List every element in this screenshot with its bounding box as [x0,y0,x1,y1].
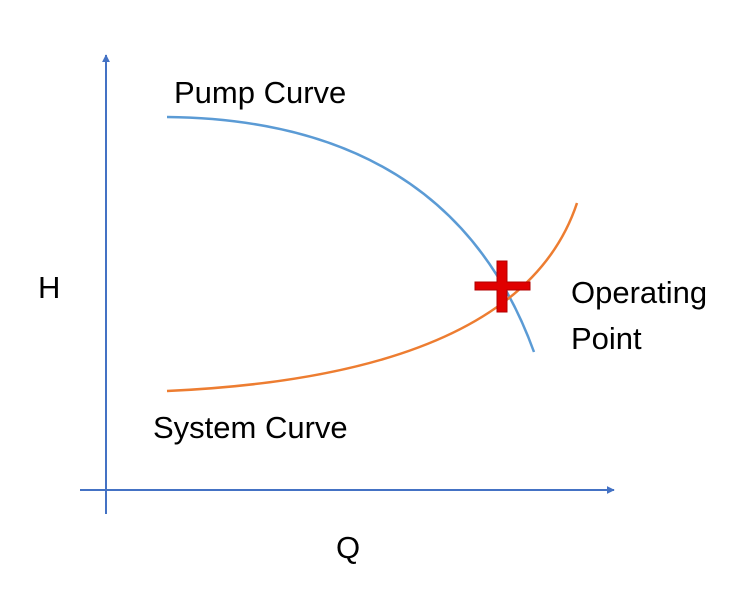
pump-curve-label: Pump Curve [174,75,346,110]
y-axis-label: H [38,270,60,305]
system-curve [166,202,579,393]
system-curve-label: System Curve [153,410,348,445]
pump-curve [166,115,536,353]
red-cross-icon [474,260,531,313]
operating-point-label-line1: Operating [571,275,707,310]
operating-point-label-line2: Point [571,321,642,356]
x-axis-label: Q [336,530,360,565]
